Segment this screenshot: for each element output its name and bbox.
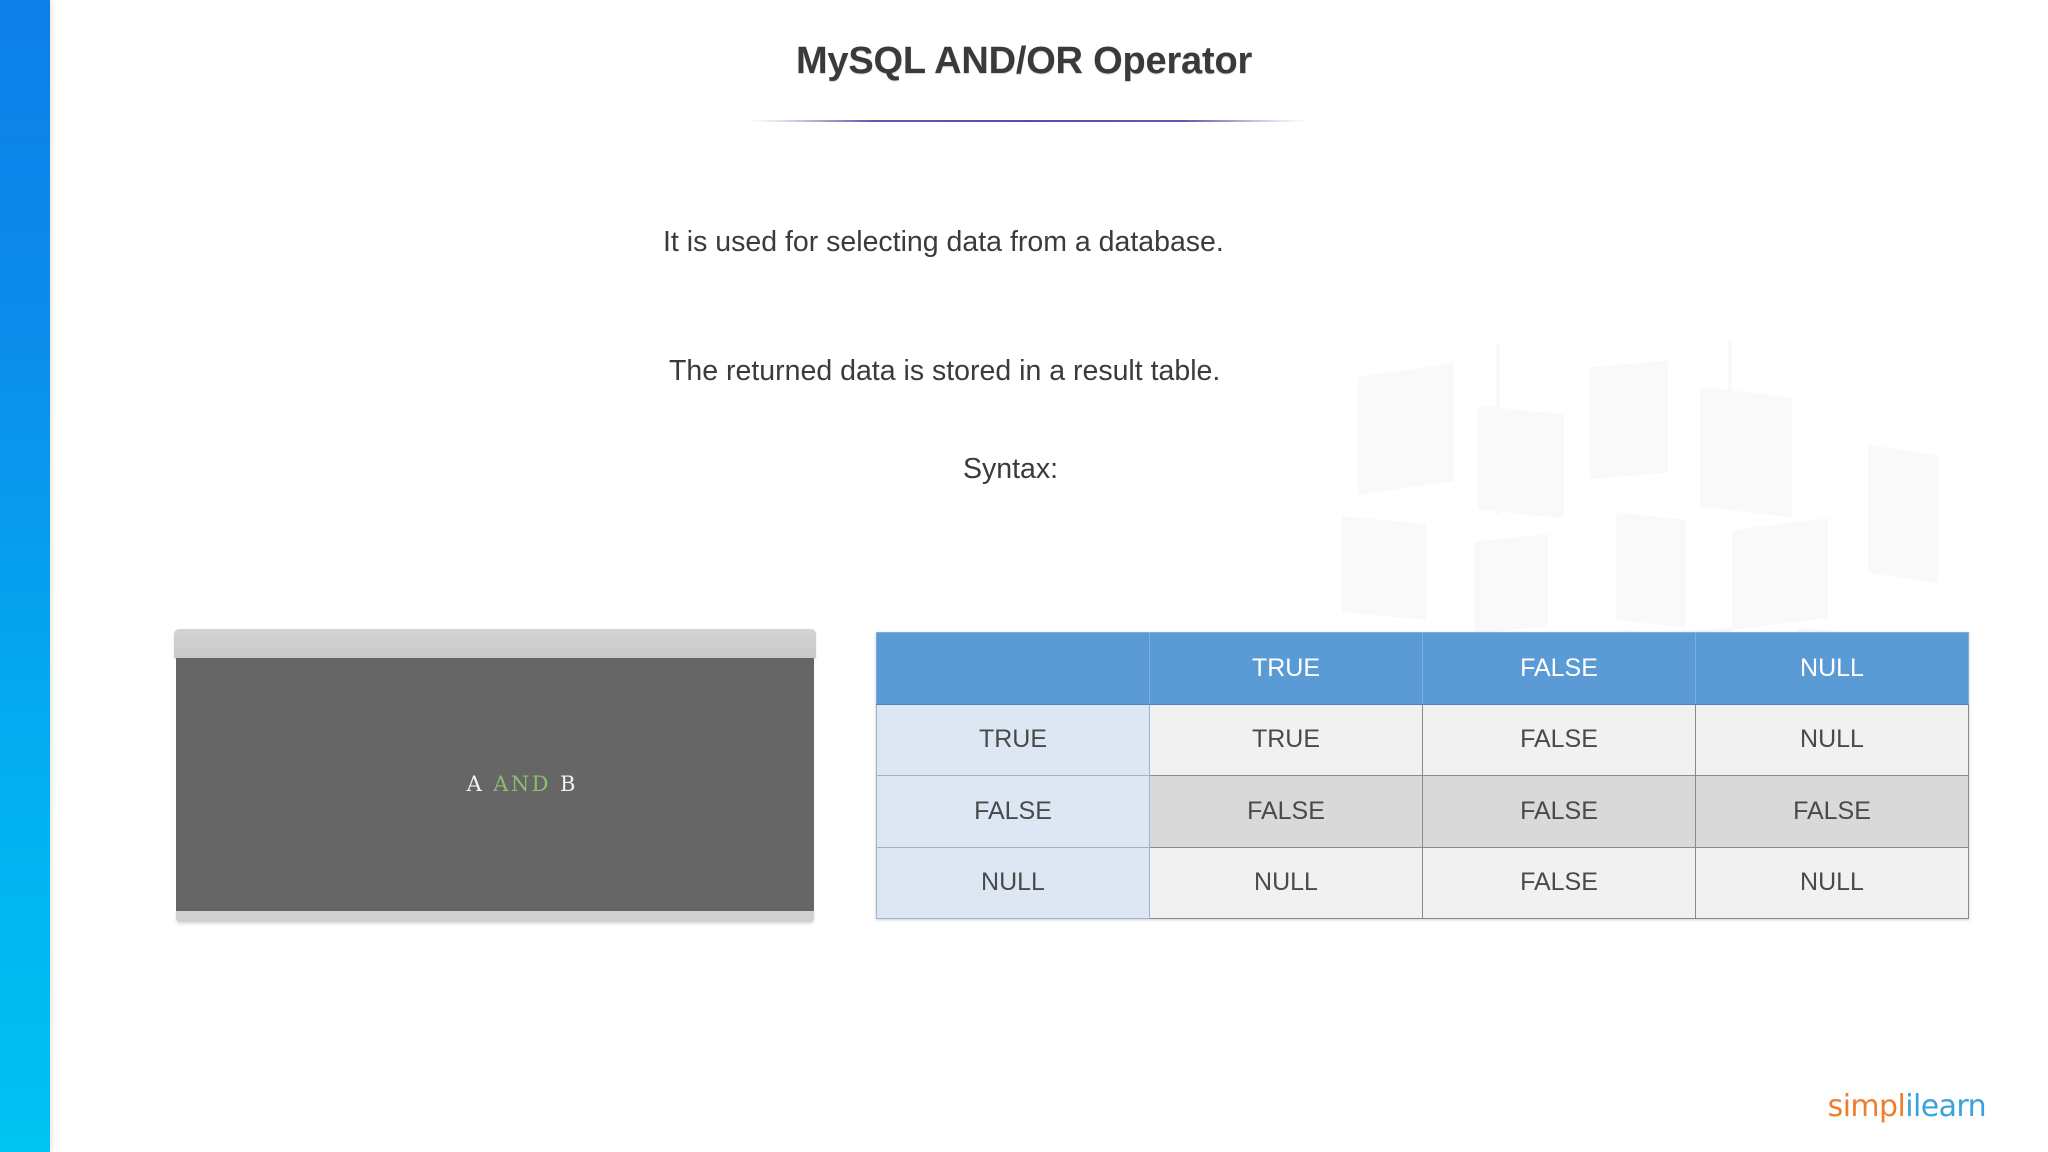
body-line-1: It is used for selecting data from a dat… (663, 226, 1224, 258)
syntax-label: Syntax: (963, 453, 1059, 485)
table-row: TRUE TRUE FALSE NULL (876, 703, 1969, 776)
page-title: MySQL AND/OR Operator (795, 40, 1253, 82)
code-text: A AND B (412, 753, 578, 816)
table-cell: NULL (1695, 846, 1969, 919)
table-cell: FALSE (1695, 775, 1969, 848)
logo-text-learn: learn (1913, 1089, 1987, 1124)
and-operator-truth-table: TRUE FALSE NULL TRUE TRUE FALSE NULL FAL… (876, 632, 1969, 919)
table-col-header-null: NULL (1695, 632, 1969, 705)
left-accent-sidebar: ©Simplilearn. All rights reserved. (0, 0, 50, 1152)
logo-text-simpl: simpl (1827, 1089, 1906, 1124)
code-window-body: A AND B (176, 658, 814, 911)
table-cell: FALSE (1422, 703, 1696, 776)
table-row-label-true: TRUE (876, 703, 1150, 776)
table-header-row: TRUE FALSE NULL (876, 632, 1969, 705)
table-row: NULL NULL FALSE NULL (876, 846, 1969, 919)
table-cell: FALSE (1422, 846, 1696, 919)
table-row: FALSE FALSE FALSE FALSE (876, 775, 1969, 848)
table-col-header-true: TRUE (1149, 632, 1423, 705)
table-cell: NULL (1695, 703, 1969, 776)
code-token-operand-b: B (550, 772, 578, 796)
table-row-label-false: FALSE (876, 775, 1150, 848)
code-token-operand-a: A (466, 772, 494, 796)
code-window-footer (176, 911, 814, 922)
body-line-2: The returned data is stored in a result … (669, 355, 1221, 387)
table-col-header-false: FALSE (1422, 632, 1696, 705)
code-window-titlebar (174, 629, 816, 658)
table-row-label-null: NULL (876, 846, 1150, 919)
simplilearn-logo: simplilearn (1827, 1089, 1987, 1124)
table-cell: FALSE (1149, 775, 1423, 848)
table-cell: FALSE (1422, 775, 1696, 848)
logo-text-i: i (1905, 1089, 1913, 1124)
table-cell: NULL (1149, 846, 1423, 919)
table-corner-cell (876, 632, 1150, 705)
code-snippet-window: A AND B (174, 629, 816, 925)
code-token-keyword-and: AND (493, 772, 551, 796)
table-cell: TRUE (1149, 703, 1423, 776)
title-underline-rule (748, 120, 1308, 122)
